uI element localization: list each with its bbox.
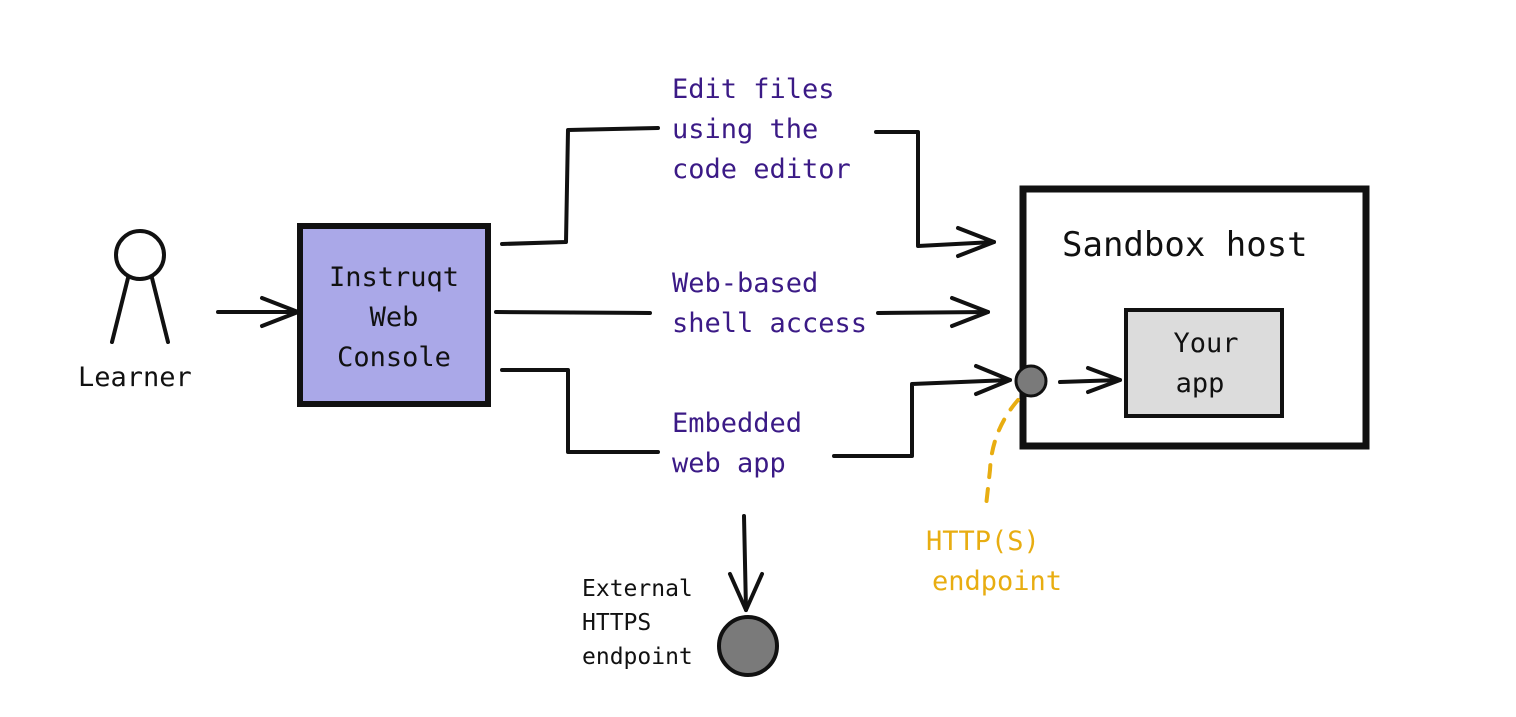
your-app-box[interactable]: Your app [1124, 308, 1284, 418]
web-console-fill [297, 223, 491, 407]
http-endpoint-label-line-2: endpoint [932, 566, 1062, 597]
edge-code-editor-line-2: using the [672, 114, 818, 145]
your-app-fill [1124, 308, 1284, 418]
edge-web-app-line-1: Embedded [672, 408, 802, 439]
external-endpoint-line-1: External [582, 576, 693, 602]
external-endpoint-line-2: HTTPS [582, 610, 651, 636]
connector-shell [494, 296, 990, 328]
external-endpoint-dot[interactable] [717, 615, 779, 677]
arrow-learner-to-console [216, 296, 300, 328]
external-endpoint-line-3: endpoint [582, 644, 693, 670]
connector-web-app [500, 364, 1012, 458]
http-endpoint-dashed-line [984, 398, 1020, 508]
your-app-label-line-2: app [1176, 368, 1225, 399]
arrow-to-external-endpoint [728, 514, 764, 612]
sandbox-host-label: Sandbox host [1062, 225, 1308, 265]
learner-icon [110, 229, 170, 344]
connector-code-editor [500, 126, 996, 258]
your-app-label-line-1: Your [1173, 328, 1238, 359]
learner-label: Learner [78, 362, 192, 393]
web-console-label-line-1: Instruqt [329, 262, 459, 293]
edge-code-editor-line-3: code editor [672, 154, 851, 185]
web-console-box[interactable]: Instruqt Web Console [297, 223, 491, 407]
web-console-label-line-2: Web [370, 302, 419, 333]
edge-shell-line-2: shell access [672, 308, 867, 339]
edge-web-app-line-2: web app [672, 448, 786, 479]
arrow-endpoint-to-app [1058, 366, 1122, 394]
edge-shell-line-1: Web-based [672, 268, 818, 299]
http-endpoint-label-line-1: HTTP(S) [926, 526, 1040, 557]
http-endpoint-dot[interactable] [1014, 364, 1048, 398]
edge-code-editor-line-1: Edit files [672, 74, 835, 105]
web-console-label-line-3: Console [337, 342, 451, 373]
